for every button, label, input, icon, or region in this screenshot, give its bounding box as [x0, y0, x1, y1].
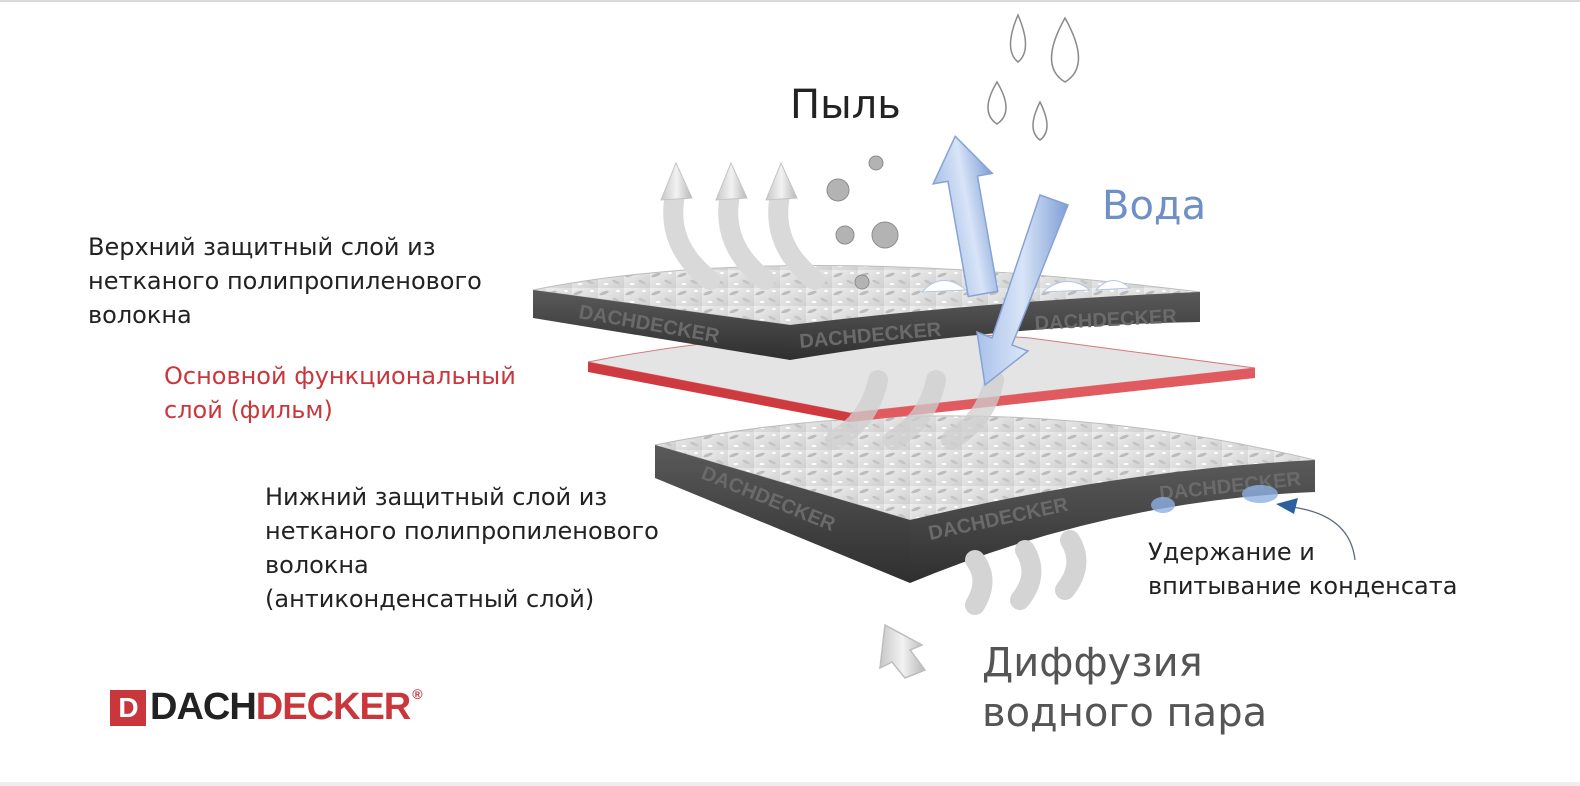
bottom-layer-label-line-3: волокна: [265, 551, 369, 579]
top-layer-label-line-3: волокна: [88, 301, 192, 329]
top-layer-label: Верхний защитный слой из нетканого полип…: [88, 230, 482, 332]
diffusion-arrow: [879, 623, 927, 679]
water-arrow-down: [976, 194, 1069, 387]
bottom-rule: [0, 782, 1580, 786]
top-layer-label-line-1: Верхний защитный слой из: [88, 233, 436, 261]
condensate-label-line-1: Удержание и: [1148, 538, 1315, 566]
top-layer-label-line-2: нетканого полипропиленового: [88, 267, 482, 295]
bottom-layer-label-line-2: нетканого полипропиленового: [265, 517, 659, 545]
logo-word-decker: DECKER: [255, 686, 411, 728]
bottom-layer-label-line-4: (антиконденсатный слой): [265, 585, 595, 613]
vapor-arrows-mid: [825, 370, 1004, 450]
rain-drops: [987, 13, 1080, 141]
top-rule: [0, 0, 1580, 2]
water-beads: [920, 280, 1132, 293]
film-layer-label: Основной функциональный слой (фильм): [164, 359, 516, 427]
condensate-label-line-2: впитывание конденсата: [1148, 572, 1458, 600]
dust-label: Пыль: [790, 82, 901, 128]
water-label: Вода: [1102, 183, 1207, 229]
film-layer-label-line-2: слой (фильм): [164, 396, 333, 424]
condensate-pointer-head: [1276, 498, 1298, 514]
condensate-drop-right: [1242, 485, 1278, 503]
diffusion-label-line-2: водного пара: [982, 690, 1268, 736]
diffusion-label: Диффузия водного пара: [982, 638, 1267, 738]
condensate-pointer-line: [1291, 506, 1356, 561]
condensate-label: Удержание и впитывание конденсата: [1148, 535, 1457, 603]
diffusion-label-line-1: Диффузия: [982, 640, 1203, 686]
condensate-drop-left: [1151, 497, 1175, 513]
dust-particles: [826, 155, 899, 290]
bottom-layer: [654, 415, 1316, 583]
logo-registered-mark: ®: [412, 686, 423, 702]
bottom-layer-label-line-1: Нижний защитный слой из: [265, 483, 608, 511]
logo-mark-icon: D: [110, 689, 146, 726]
bottom-layer-label: Нижний защитный слой из нетканого полипр…: [265, 480, 659, 616]
film-layer-label-line-1: Основной функциональный: [164, 362, 516, 390]
vapor-arrows-bottom: [965, 530, 1087, 615]
vapor-arrows-top: [660, 161, 825, 290]
logo-word-dach: DACH: [150, 686, 257, 728]
water-arrow-up: [931, 135, 999, 298]
dachdecker-logo: D DACH DECKER ®: [110, 686, 423, 729]
